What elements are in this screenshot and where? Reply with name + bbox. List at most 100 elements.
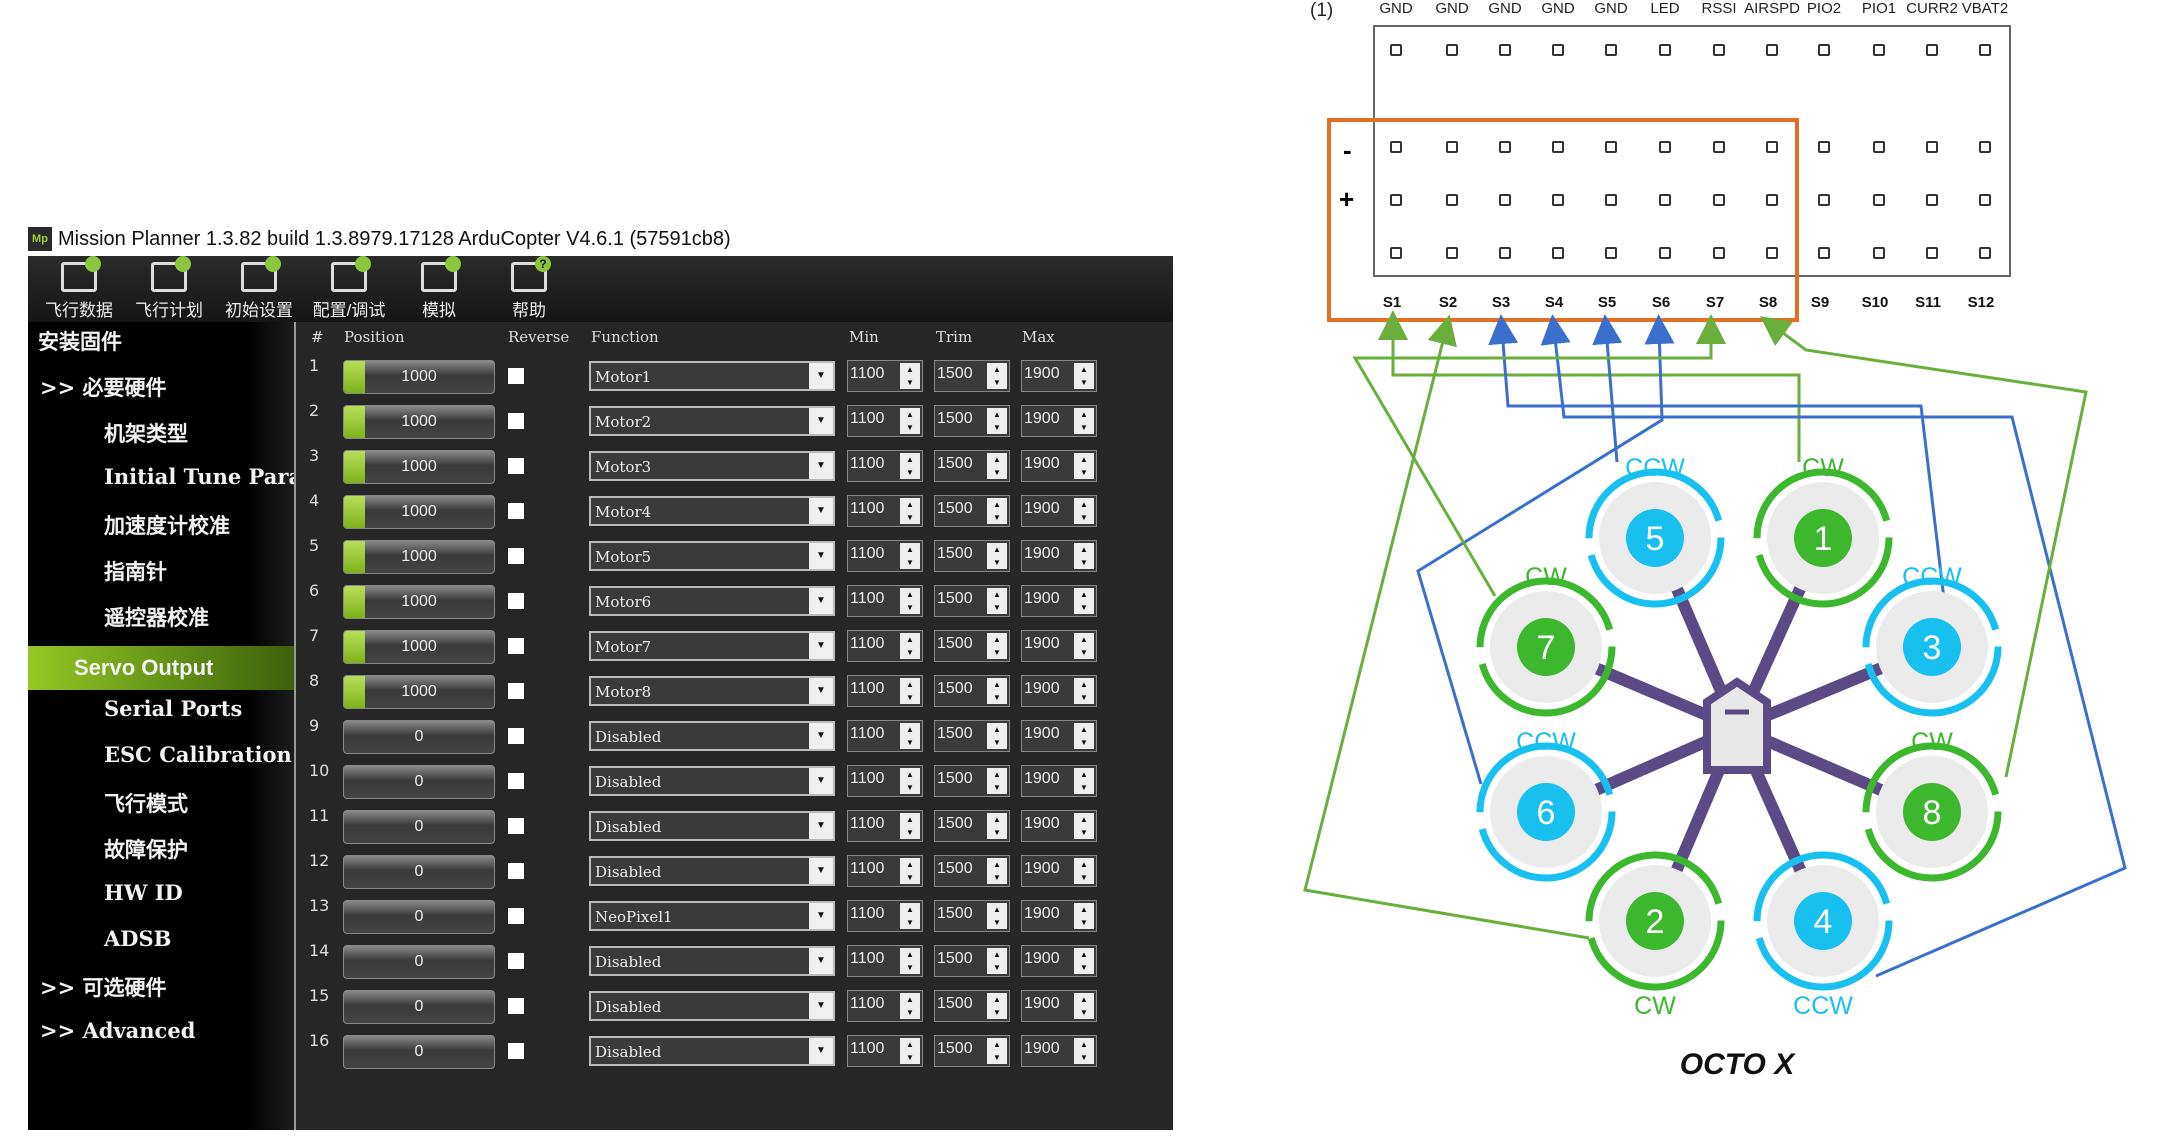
min-spinner[interactable]: 1100▲▼ [847, 855, 923, 887]
sidebar-item-1[interactable]: >> 必要硬件 [40, 375, 167, 400]
reverse-checkbox[interactable] [508, 458, 524, 474]
spinner-arrows-icon[interactable]: ▲▼ [987, 498, 1007, 524]
position-bar[interactable]: 1000 [343, 585, 495, 619]
min-spinner[interactable]: 1100▲▼ [847, 720, 923, 752]
trim-spinner[interactable]: 1500▲▼ [934, 675, 1010, 707]
max-spinner[interactable]: 1900▲▼ [1021, 495, 1097, 527]
sidebar-item-0[interactable]: 安装固件 [38, 329, 122, 354]
chevron-down-icon[interactable]: ▼ [809, 363, 833, 389]
chevron-down-icon[interactable]: ▼ [809, 633, 833, 659]
position-bar[interactable]: 0 [343, 1035, 495, 1069]
function-select[interactable]: Disabled▼ [589, 856, 835, 886]
chevron-down-icon[interactable]: ▼ [809, 453, 833, 479]
position-bar[interactable]: 0 [343, 765, 495, 799]
function-select[interactable]: Motor2▼ [589, 406, 835, 436]
function-select[interactable]: Motor6▼ [589, 586, 835, 616]
min-spinner[interactable]: 1100▲▼ [847, 945, 923, 977]
position-bar[interactable]: 1000 [343, 675, 495, 709]
chevron-down-icon[interactable]: ▼ [809, 588, 833, 614]
trim-spinner[interactable]: 1500▲▼ [934, 945, 1010, 977]
spinner-arrows-icon[interactable]: ▲▼ [987, 453, 1007, 479]
position-bar[interactable]: 0 [343, 855, 495, 889]
sidebar-item-14[interactable]: >> 可选硬件 [40, 975, 167, 1000]
spinner-arrows-icon[interactable]: ▲▼ [1074, 363, 1094, 389]
spinner-arrows-icon[interactable]: ▲▼ [900, 678, 920, 704]
max-spinner[interactable]: 1900▲▼ [1021, 585, 1097, 617]
chevron-down-icon[interactable]: ▼ [809, 1038, 833, 1064]
function-select[interactable]: Disabled▼ [589, 766, 835, 796]
spinner-arrows-icon[interactable]: ▲▼ [1074, 948, 1094, 974]
reverse-checkbox[interactable] [508, 683, 524, 699]
spinner-arrows-icon[interactable]: ▲▼ [1074, 678, 1094, 704]
spinner-arrows-icon[interactable]: ▲▼ [900, 588, 920, 614]
spinner-arrows-icon[interactable]: ▲▼ [1074, 453, 1094, 479]
max-spinner[interactable]: 1900▲▼ [1021, 900, 1097, 932]
chevron-down-icon[interactable]: ▼ [809, 768, 833, 794]
chevron-down-icon[interactable]: ▼ [809, 813, 833, 839]
trim-spinner[interactable]: 1500▲▼ [934, 1035, 1010, 1067]
position-bar[interactable]: 1000 [343, 540, 495, 574]
spinner-arrows-icon[interactable]: ▲▼ [900, 948, 920, 974]
min-spinner[interactable]: 1100▲▼ [847, 810, 923, 842]
chevron-down-icon[interactable]: ▼ [809, 498, 833, 524]
min-spinner[interactable]: 1100▲▼ [847, 495, 923, 527]
function-select[interactable]: Disabled▼ [589, 991, 835, 1021]
max-spinner[interactable]: 1900▲▼ [1021, 1035, 1097, 1067]
function-select[interactable]: Disabled▼ [589, 721, 835, 751]
chevron-down-icon[interactable]: ▼ [809, 993, 833, 1019]
spinner-arrows-icon[interactable]: ▲▼ [987, 543, 1007, 569]
min-spinner[interactable]: 1100▲▼ [847, 990, 923, 1022]
sidebar-item-9[interactable]: ESC Calibration [104, 742, 292, 767]
min-spinner[interactable]: 1100▲▼ [847, 630, 923, 662]
reverse-checkbox[interactable] [508, 728, 524, 744]
reverse-checkbox[interactable] [508, 503, 524, 519]
spinner-arrows-icon[interactable]: ▲▼ [900, 633, 920, 659]
spinner-arrows-icon[interactable]: ▲▼ [900, 858, 920, 884]
trim-spinner[interactable]: 1500▲▼ [934, 405, 1010, 437]
position-bar[interactable]: 0 [343, 900, 495, 934]
min-spinner[interactable]: 1100▲▼ [847, 1035, 923, 1067]
spinner-arrows-icon[interactable]: ▲▼ [987, 948, 1007, 974]
reverse-checkbox[interactable] [508, 998, 524, 1014]
spinner-arrows-icon[interactable]: ▲▼ [987, 588, 1007, 614]
spinner-arrows-icon[interactable]: ▲▼ [1074, 768, 1094, 794]
trim-spinner[interactable]: 1500▲▼ [934, 990, 1010, 1022]
chevron-down-icon[interactable]: ▼ [809, 858, 833, 884]
trim-spinner[interactable]: 1500▲▼ [934, 540, 1010, 572]
function-select[interactable]: Motor8▼ [589, 676, 835, 706]
min-spinner[interactable]: 1100▲▼ [847, 540, 923, 572]
spinner-arrows-icon[interactable]: ▲▼ [1074, 723, 1094, 749]
min-spinner[interactable]: 1100▲▼ [847, 360, 923, 392]
position-bar[interactable]: 0 [343, 810, 495, 844]
spinner-arrows-icon[interactable]: ▲▼ [1074, 993, 1094, 1019]
toolbar-button-4[interactable]: 模拟 [394, 256, 484, 322]
max-spinner[interactable]: 1900▲▼ [1021, 720, 1097, 752]
sidebar-item-2[interactable]: 机架类型 [104, 421, 188, 446]
trim-spinner[interactable]: 1500▲▼ [934, 900, 1010, 932]
chevron-down-icon[interactable]: ▼ [809, 408, 833, 434]
max-spinner[interactable]: 1900▲▼ [1021, 630, 1097, 662]
sidebar-item-5[interactable]: 指南针 [104, 559, 167, 584]
reverse-checkbox[interactable] [508, 908, 524, 924]
max-spinner[interactable]: 1900▲▼ [1021, 405, 1097, 437]
sidebar-item-3[interactable]: Initial Tune Parameters [104, 464, 294, 489]
spinner-arrows-icon[interactable]: ▲▼ [987, 903, 1007, 929]
function-select[interactable]: Motor3▼ [589, 451, 835, 481]
sidebar-item-4[interactable]: 加速度计校准 [104, 513, 230, 538]
max-spinner[interactable]: 1900▲▼ [1021, 360, 1097, 392]
chevron-down-icon[interactable]: ▼ [809, 903, 833, 929]
function-select[interactable]: Disabled▼ [589, 1036, 835, 1066]
reverse-checkbox[interactable] [508, 773, 524, 789]
reverse-checkbox[interactable] [508, 413, 524, 429]
spinner-arrows-icon[interactable]: ▲▼ [987, 723, 1007, 749]
trim-spinner[interactable]: 1500▲▼ [934, 765, 1010, 797]
sidebar-divider[interactable] [294, 322, 296, 1130]
spinner-arrows-icon[interactable]: ▲▼ [900, 993, 920, 1019]
reverse-checkbox[interactable] [508, 953, 524, 969]
trim-spinner[interactable]: 1500▲▼ [934, 450, 1010, 482]
spinner-arrows-icon[interactable]: ▲▼ [987, 678, 1007, 704]
position-bar[interactable]: 1000 [343, 630, 495, 664]
trim-spinner[interactable]: 1500▲▼ [934, 810, 1010, 842]
function-select[interactable]: Disabled▼ [589, 946, 835, 976]
spinner-arrows-icon[interactable]: ▲▼ [987, 408, 1007, 434]
